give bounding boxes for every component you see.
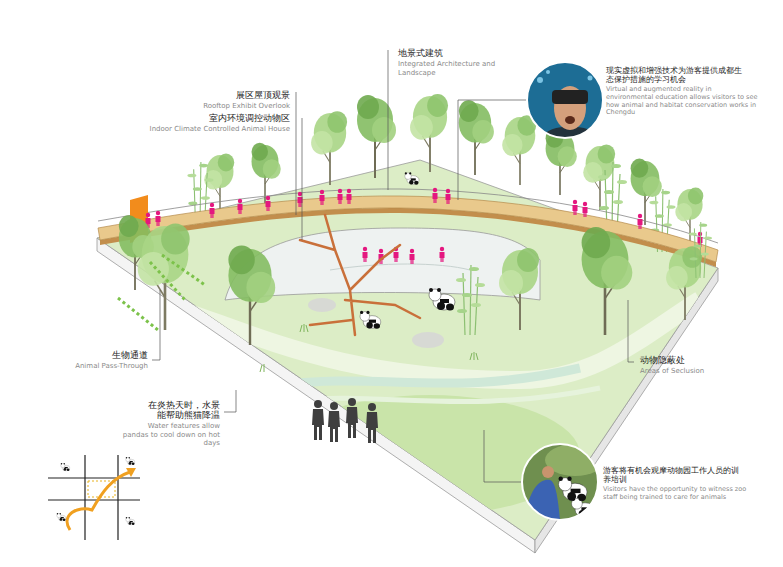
training-photo — [522, 444, 598, 520]
training-photo — [572, 497, 595, 517]
site-plan-inset — [67, 472, 130, 530]
background-trees — [410, 94, 448, 172]
foreground-trees — [119, 215, 712, 345]
callout-caption: Areas of Seclusion — [640, 367, 760, 375]
leader-lines — [302, 118, 303, 240]
callout-title: 游客将有机会观摩动物园工作人员的训养培训 — [603, 466, 743, 484]
callout-caption: Indoor Climate Controlled Animal House — [125, 125, 290, 133]
site-plan-inset — [126, 457, 135, 465]
callout-title: 动物隐蔽处 — [640, 355, 760, 365]
callout-title: 展区屋顶观景 — [125, 90, 290, 100]
visitor-figures — [583, 202, 588, 217]
training-photo — [522, 444, 605, 520]
leader-lines — [224, 390, 236, 412]
foreground-trees — [666, 246, 702, 320]
site-plan-inset — [48, 455, 140, 540]
callout-title: 现实虚拟和增强技术为游客提供成都生态保护措施的学习机会 — [606, 66, 746, 84]
vr-photo — [537, 77, 543, 83]
zoo-platform — [280, 368, 580, 385]
visitor-figures — [638, 214, 643, 229]
leader-lines — [458, 100, 527, 200]
callout-title: 在炎热天时，水景能帮助熊猫降温 — [142, 400, 220, 420]
glass-animal-house — [440, 247, 445, 262]
glass-animal-house — [330, 264, 470, 270]
visitor-figures — [433, 188, 438, 203]
leader-lines — [484, 430, 522, 482]
background-trees — [204, 154, 234, 216]
site-plan-inset — [61, 463, 70, 471]
rooftop-bridge — [98, 189, 718, 243]
background-trees — [459, 100, 494, 175]
panda-yard — [300, 215, 420, 335]
callout-caption: Visitors have the opportunity to witness… — [603, 486, 755, 502]
foreground-trees — [228, 245, 275, 345]
vr-photo — [527, 62, 603, 138]
glass-animal-house — [410, 249, 415, 264]
zoo-platform — [150, 300, 700, 380]
background-trees — [502, 115, 536, 185]
site-plan-inset — [48, 455, 140, 540]
visitor-figures — [446, 189, 451, 204]
background-trees — [357, 95, 396, 178]
callout-title: 室内环境调控动物区 — [125, 113, 290, 123]
training-photo — [542, 466, 554, 478]
visitor-figures — [320, 190, 325, 205]
callout-caption: Water features allow pandas to cool down… — [120, 422, 220, 447]
panda-yard — [308, 298, 336, 312]
visitor-figures — [338, 189, 343, 204]
callout-caption: Rooftop Exhibit Overlook — [125, 102, 290, 110]
visitor-figures — [156, 211, 161, 226]
callout-caption: Integrated Architecture and Landscape — [398, 60, 498, 77]
leader-lines — [296, 92, 297, 215]
foreground-trees — [582, 227, 633, 335]
foreground-trees — [456, 265, 485, 335]
vr-photo — [527, 62, 603, 138]
vr-photo — [552, 90, 588, 104]
visitor-figures — [238, 199, 243, 214]
background-trees — [311, 111, 347, 185]
zoo-platform — [300, 388, 600, 402]
vr-photo — [527, 62, 603, 140]
panda-yard — [260, 324, 478, 372]
site-plan-inset — [126, 517, 135, 525]
vr-photo — [527, 62, 603, 140]
leader-lines — [152, 290, 160, 360]
visitor-figures — [266, 196, 271, 211]
callout-title: 地景式建筑 — [398, 48, 498, 58]
animal-pass-arrows — [118, 255, 205, 330]
callout-caption: Virtual and augmented reality in environ… — [606, 86, 758, 117]
animal-pass-arrows — [118, 255, 205, 330]
visitor-silhouettes — [346, 398, 358, 438]
panda-yard — [429, 288, 455, 311]
visitor-silhouettes — [328, 402, 340, 442]
foreground-trees — [689, 222, 712, 278]
panda-yard — [260, 215, 478, 372]
vr-photo — [588, 76, 593, 81]
vr-photo — [546, 70, 550, 74]
training-photo — [522, 444, 605, 520]
visitor-figures — [347, 189, 352, 204]
site-plan-inset — [126, 468, 136, 477]
visitor-figures — [210, 203, 215, 218]
vr-photo — [565, 116, 575, 124]
leader-lines — [388, 50, 389, 190]
visitor-silhouettes — [366, 403, 378, 443]
training-photo — [525, 480, 560, 520]
callout-title: 生物通道 — [48, 350, 148, 360]
background-trees — [405, 172, 419, 184]
visitor-silhouettes — [312, 400, 324, 440]
callout-caption: Animal Pass-Through — [48, 362, 148, 370]
foreground-trees — [499, 248, 539, 330]
panda-yard — [360, 311, 381, 329]
panda-yard — [412, 332, 444, 348]
visitor-silhouettes — [312, 398, 378, 443]
glass-animal-house — [363, 247, 368, 262]
leader-lines — [628, 300, 634, 362]
visitor-figures — [573, 200, 578, 215]
site-plan-inset — [57, 513, 66, 521]
